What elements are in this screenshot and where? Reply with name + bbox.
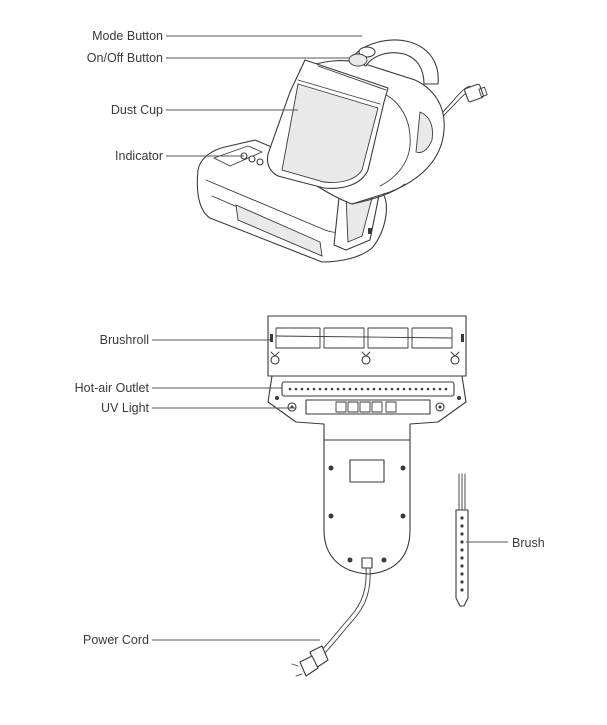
label-power-cord: Power Cord xyxy=(83,633,149,647)
vacuum-side-view xyxy=(196,39,488,263)
label-uv-light: UV Light xyxy=(101,401,149,415)
label-brushroll: Brushroll xyxy=(100,333,149,347)
leader-lines xyxy=(152,35,508,641)
part-labels: Mode Button On/Off Button Dust Cup Indic… xyxy=(75,29,545,647)
vacuum-bottom-view xyxy=(267,315,467,677)
label-indicator: Indicator xyxy=(115,149,163,163)
label-dust-cup: Dust Cup xyxy=(111,103,163,117)
label-brush: Brush xyxy=(512,536,545,550)
label-on-off-button: On/Off Button xyxy=(87,51,163,65)
on-off-button-shape xyxy=(348,53,368,67)
label-mode-button: Mode Button xyxy=(92,29,163,43)
mode-button-shape xyxy=(358,46,376,58)
brush-accessory xyxy=(455,473,469,607)
label-hot-air-outlet: Hot-air Outlet xyxy=(75,381,150,395)
